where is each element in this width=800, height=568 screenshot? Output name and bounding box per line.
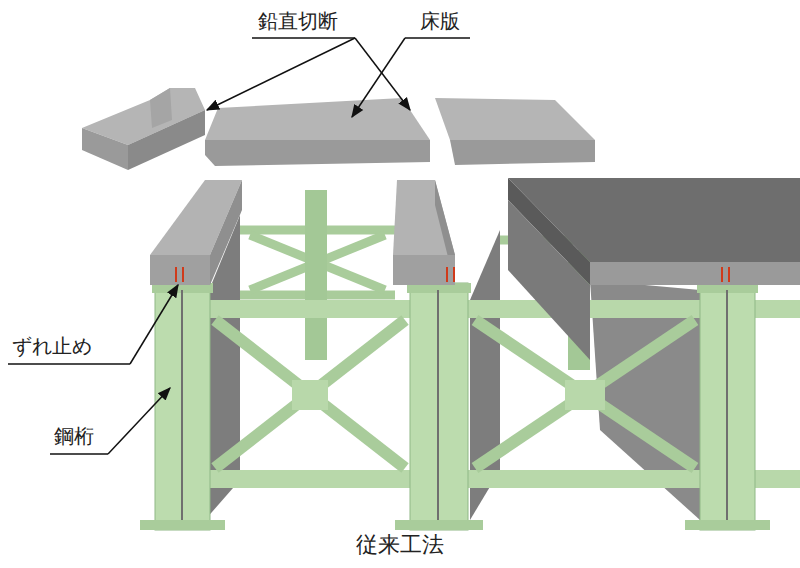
caption: 従来工法 — [356, 532, 444, 558]
leader-lines — [8, 38, 470, 454]
slab-strips — [150, 180, 455, 285]
shear-connectors — [176, 267, 729, 282]
steel-girders — [140, 283, 770, 530]
connector-label: ずれ止め — [12, 334, 92, 358]
installed-slab — [508, 178, 800, 360]
cut-label: 鉛直切断 — [258, 9, 338, 33]
cut-slabs — [82, 88, 595, 170]
girder-label: 鋼桁 — [54, 424, 94, 448]
slab-label: 床版 — [420, 9, 460, 33]
back-web — [305, 190, 327, 360]
